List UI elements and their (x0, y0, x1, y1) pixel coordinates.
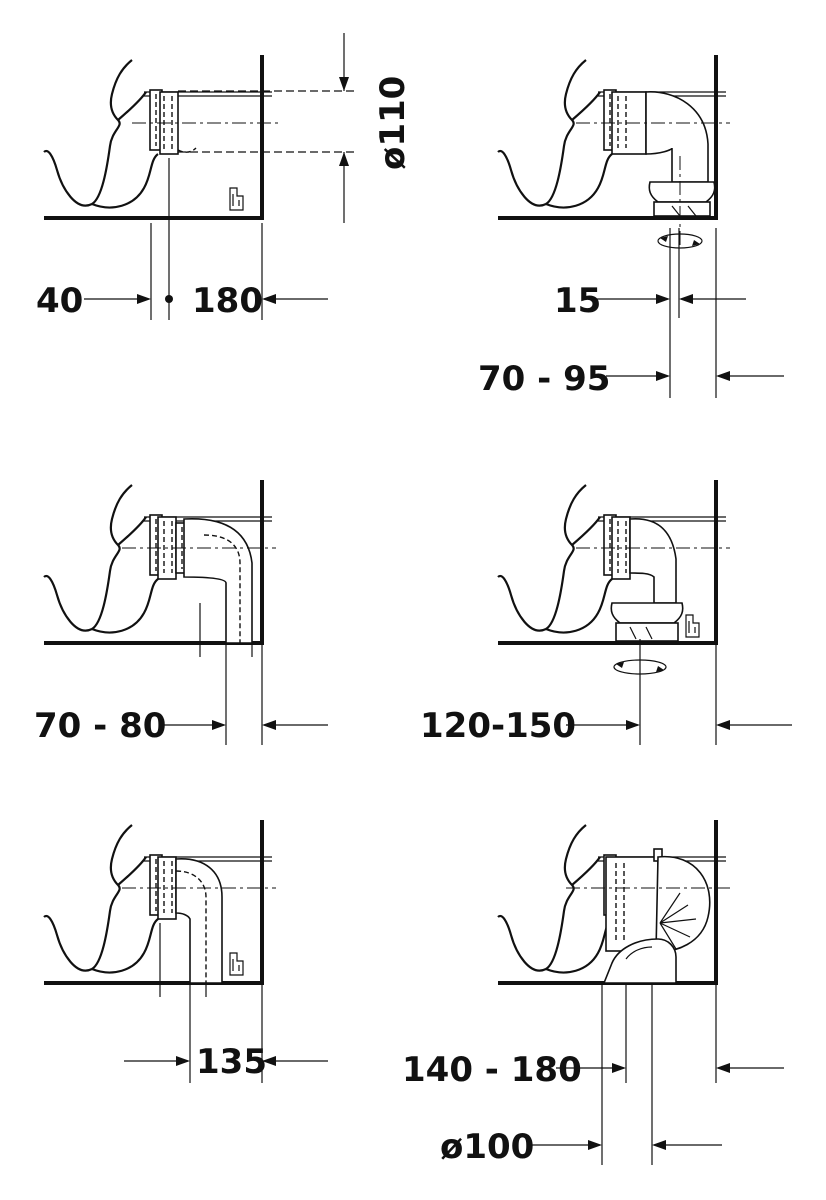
dim-15-label: 15 (554, 281, 601, 321)
panel-5 (42, 818, 328, 1083)
panel-1 (42, 33, 358, 320)
dim-140-180-label: 140 - 180 (402, 1050, 582, 1090)
dim-70-95-label: 70 - 95 (478, 359, 610, 399)
dim-180-label: 180 (192, 281, 263, 321)
dim-135-label: 135 (196, 1042, 267, 1082)
panel-6 (496, 818, 784, 1165)
panel-2 (496, 53, 784, 398)
dim-40-label: 40 (36, 281, 83, 321)
panel-4 (496, 478, 792, 745)
dim-120-150-label: 120-150 (420, 706, 576, 746)
panel-3 (42, 478, 328, 745)
dim-diameter-110-label: ø110 (373, 76, 413, 170)
dim-diameter-100-label: ø100 (440, 1127, 534, 1167)
dim-70-80-label: 70 - 80 (34, 706, 166, 746)
